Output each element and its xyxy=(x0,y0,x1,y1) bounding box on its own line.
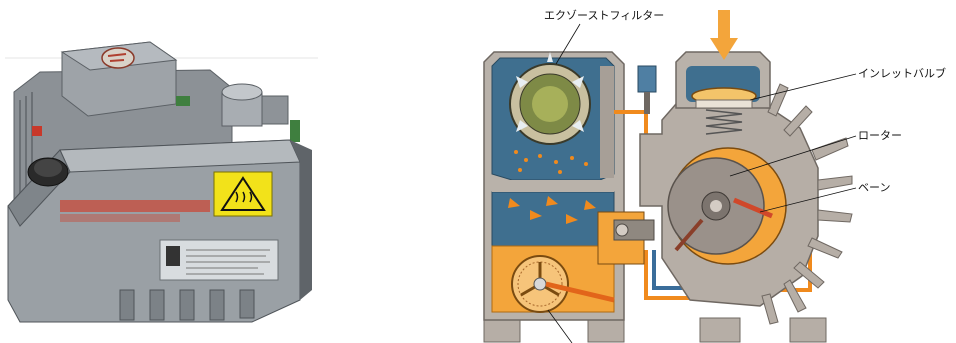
label-exhaust-filter: エクゾーストフィルター xyxy=(544,9,665,22)
label-inlet-valve: インレットバルブ xyxy=(858,67,946,80)
exhaust-filter-element xyxy=(509,52,591,145)
inlet-valve xyxy=(691,87,757,135)
pump-photo xyxy=(5,41,318,323)
rotor xyxy=(667,157,773,255)
label-vane: ベーン xyxy=(858,181,891,194)
hot-surface-warning-icon xyxy=(213,171,273,217)
oil-filter-element xyxy=(511,255,615,313)
inlet-arrow-icon xyxy=(710,10,738,60)
label-rotor: ローター xyxy=(858,129,902,142)
pump-cutaway-diagram xyxy=(483,10,857,343)
